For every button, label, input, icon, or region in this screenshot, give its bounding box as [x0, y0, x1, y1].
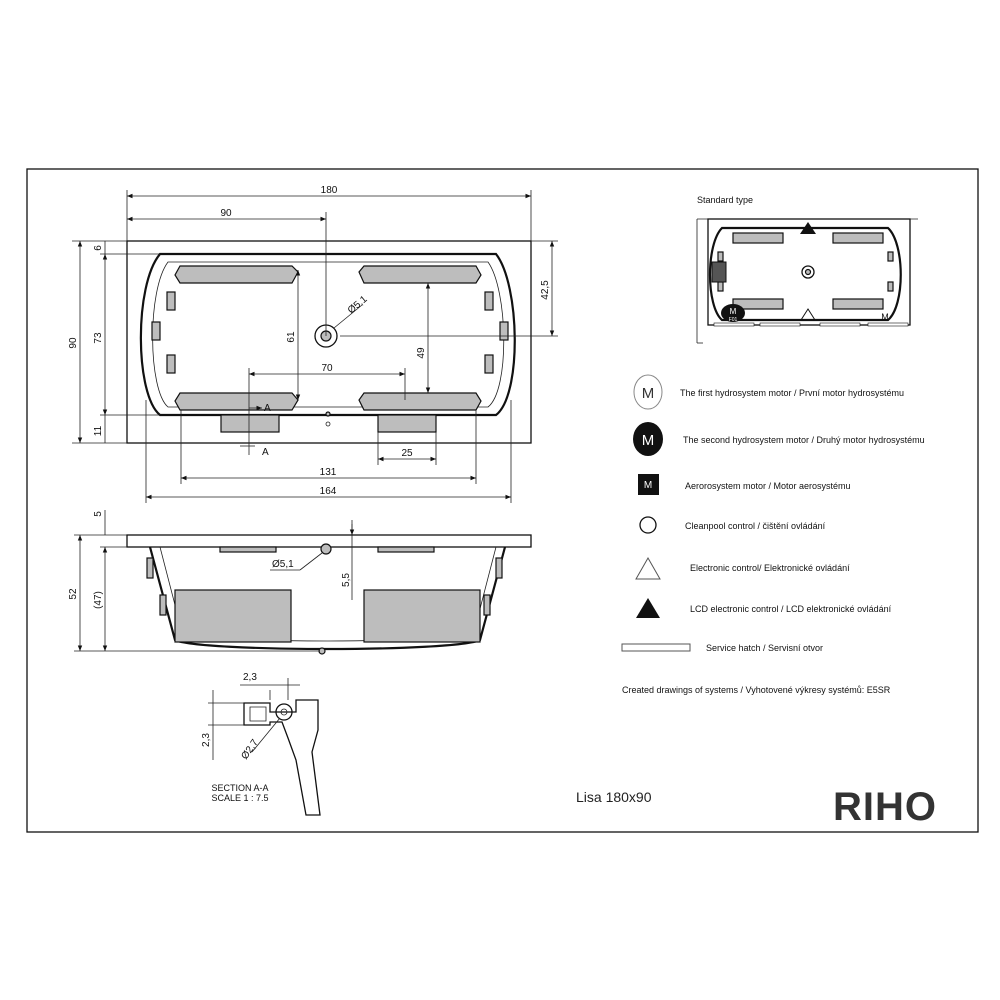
- motor-filled-icon: [633, 422, 663, 456]
- dim-73: 73: [93, 332, 104, 344]
- dim-section-2-7: Ø2,7: [239, 737, 261, 761]
- dim-5-5: 5,5: [341, 573, 352, 587]
- dim-5: 5: [93, 511, 104, 517]
- dim-width-90: 90: [68, 337, 79, 349]
- dim-side-drain-5-1: Ø5,1: [272, 559, 294, 570]
- section-scale: SCALE 1 : 7.5: [211, 793, 268, 803]
- standard-motor-icon: [721, 304, 745, 322]
- rectangle-hatch-icon: [621, 643, 691, 652]
- product-name: Lisa 180x90: [576, 789, 652, 805]
- dim-section-2-3-top: 2,3: [243, 672, 257, 683]
- standard-aero-motor-icon: [711, 261, 727, 283]
- dim-drain-5-1: Ø5,1: [346, 294, 370, 317]
- side-drain-icon: [320, 543, 332, 555]
- service-box-right: [377, 414, 437, 433]
- dim-131: 131: [320, 467, 337, 478]
- standard-type-diagram: Standard type M F01 M: [696, 195, 918, 344]
- dim-164: 164: [320, 486, 337, 497]
- aerosystem-square-icon: [638, 474, 659, 495]
- dim-11: 11: [93, 425, 104, 436]
- section-marker-a-top: A: [264, 403, 271, 414]
- legend-item-second-motor: M The second hydrosystem motor / Druhý m…: [633, 422, 925, 456]
- dim-6: 6: [93, 245, 104, 251]
- dim-25: 25: [401, 448, 413, 459]
- standard-tub-rim: [707, 218, 911, 326]
- section-title: SECTION A-A: [211, 783, 268, 793]
- side-view: 52 (47) 5 5,5 Ø5,1: [68, 510, 532, 655]
- legend-item-lcd-control: LCD electronic control / LCD elektronick…: [636, 598, 892, 618]
- svg-text:The second hydrosystem motor /: The second hydrosystem motor / Druhý mot…: [683, 435, 925, 445]
- svg-text:M: M: [881, 312, 889, 322]
- standard-lcd-control-icon: [800, 222, 816, 234]
- svg-text:M: M: [730, 307, 737, 316]
- svg-text:M: M: [644, 480, 652, 491]
- dim-47: (47): [93, 591, 104, 609]
- svg-text:Aerorosystem motor / Motor aer: Aerorosystem motor / Motor aerosystému: [685, 481, 851, 491]
- legend-item-service-hatch: Service hatch / Servisní otvor: [621, 643, 823, 653]
- svg-text:Electronic control/ Elektronic: Electronic control/ Elektronické ovládán…: [690, 563, 850, 573]
- dim-90: 90: [220, 208, 232, 219]
- section-drain-icon: [275, 703, 293, 721]
- dim-180: 180: [321, 185, 338, 196]
- svg-text:M: M: [642, 432, 655, 449]
- circle-icon: [639, 516, 657, 534]
- svg-text:Cleanpool control / čištění ov: Cleanpool control / čištění ovládání: [685, 521, 826, 531]
- created-drawings-note: Created drawings of systems / Vyhotovené…: [622, 685, 891, 695]
- legend-item-aero-motor: M Aerorosystem motor / Motor aerosystému: [638, 474, 851, 495]
- svg-text:M: M: [642, 385, 655, 402]
- legend: M The first hydrosystem motor / První mo…: [621, 374, 925, 695]
- side-body: [148, 546, 507, 651]
- svg-text:F01: F01: [729, 317, 738, 323]
- triangle-outline-icon: [635, 556, 661, 580]
- standard-type-heading: Standard type: [697, 195, 753, 205]
- legend-item-cleanpool: Cleanpool control / čištění ovládání: [639, 516, 826, 534]
- section-a-a: 2,3 2,3 Ø2,7 SECTION A-A SCALE 1 : 7.5: [201, 672, 321, 816]
- drawing-frame: [26, 168, 979, 833]
- motor-outline-icon: [633, 374, 663, 410]
- dim-70: 70: [321, 363, 333, 374]
- tub-outer-rim: [126, 240, 532, 444]
- legend-item-first-motor: M The first hydrosystem motor / První mo…: [633, 374, 904, 410]
- svg-text:Service hatch / Servisní otvor: Service hatch / Servisní otvor: [706, 643, 823, 653]
- dim-42-5: 42,5: [540, 280, 551, 300]
- dim-49: 49: [416, 347, 427, 359]
- section-marker-a-bottom: A: [262, 447, 269, 458]
- standard-electronic-control-icon: [800, 308, 816, 321]
- dim-52: 52: [68, 588, 79, 600]
- top-view: 180 90 90 6 73 11 42,5 61 49 Ø5,1 70: [68, 185, 558, 503]
- triangle-filled-icon: [636, 598, 660, 618]
- tub-inner-basin: [139, 252, 516, 417]
- riho-logo: RIHO: [833, 785, 937, 829]
- dim-section-2-3-side: 2,3: [201, 733, 212, 747]
- svg-text:LCD electronic control / LCD e: LCD electronic control / LCD elektronick…: [690, 604, 892, 614]
- dim-61: 61: [286, 331, 297, 343]
- legend-item-electronic-control: Electronic control/ Elektronické ovládán…: [635, 556, 850, 580]
- service-box-left: [220, 414, 280, 433]
- side-jets: [151, 291, 509, 374]
- svg-text:The first hydrosystem motor /: The first hydrosystem motor / První moto…: [680, 388, 904, 398]
